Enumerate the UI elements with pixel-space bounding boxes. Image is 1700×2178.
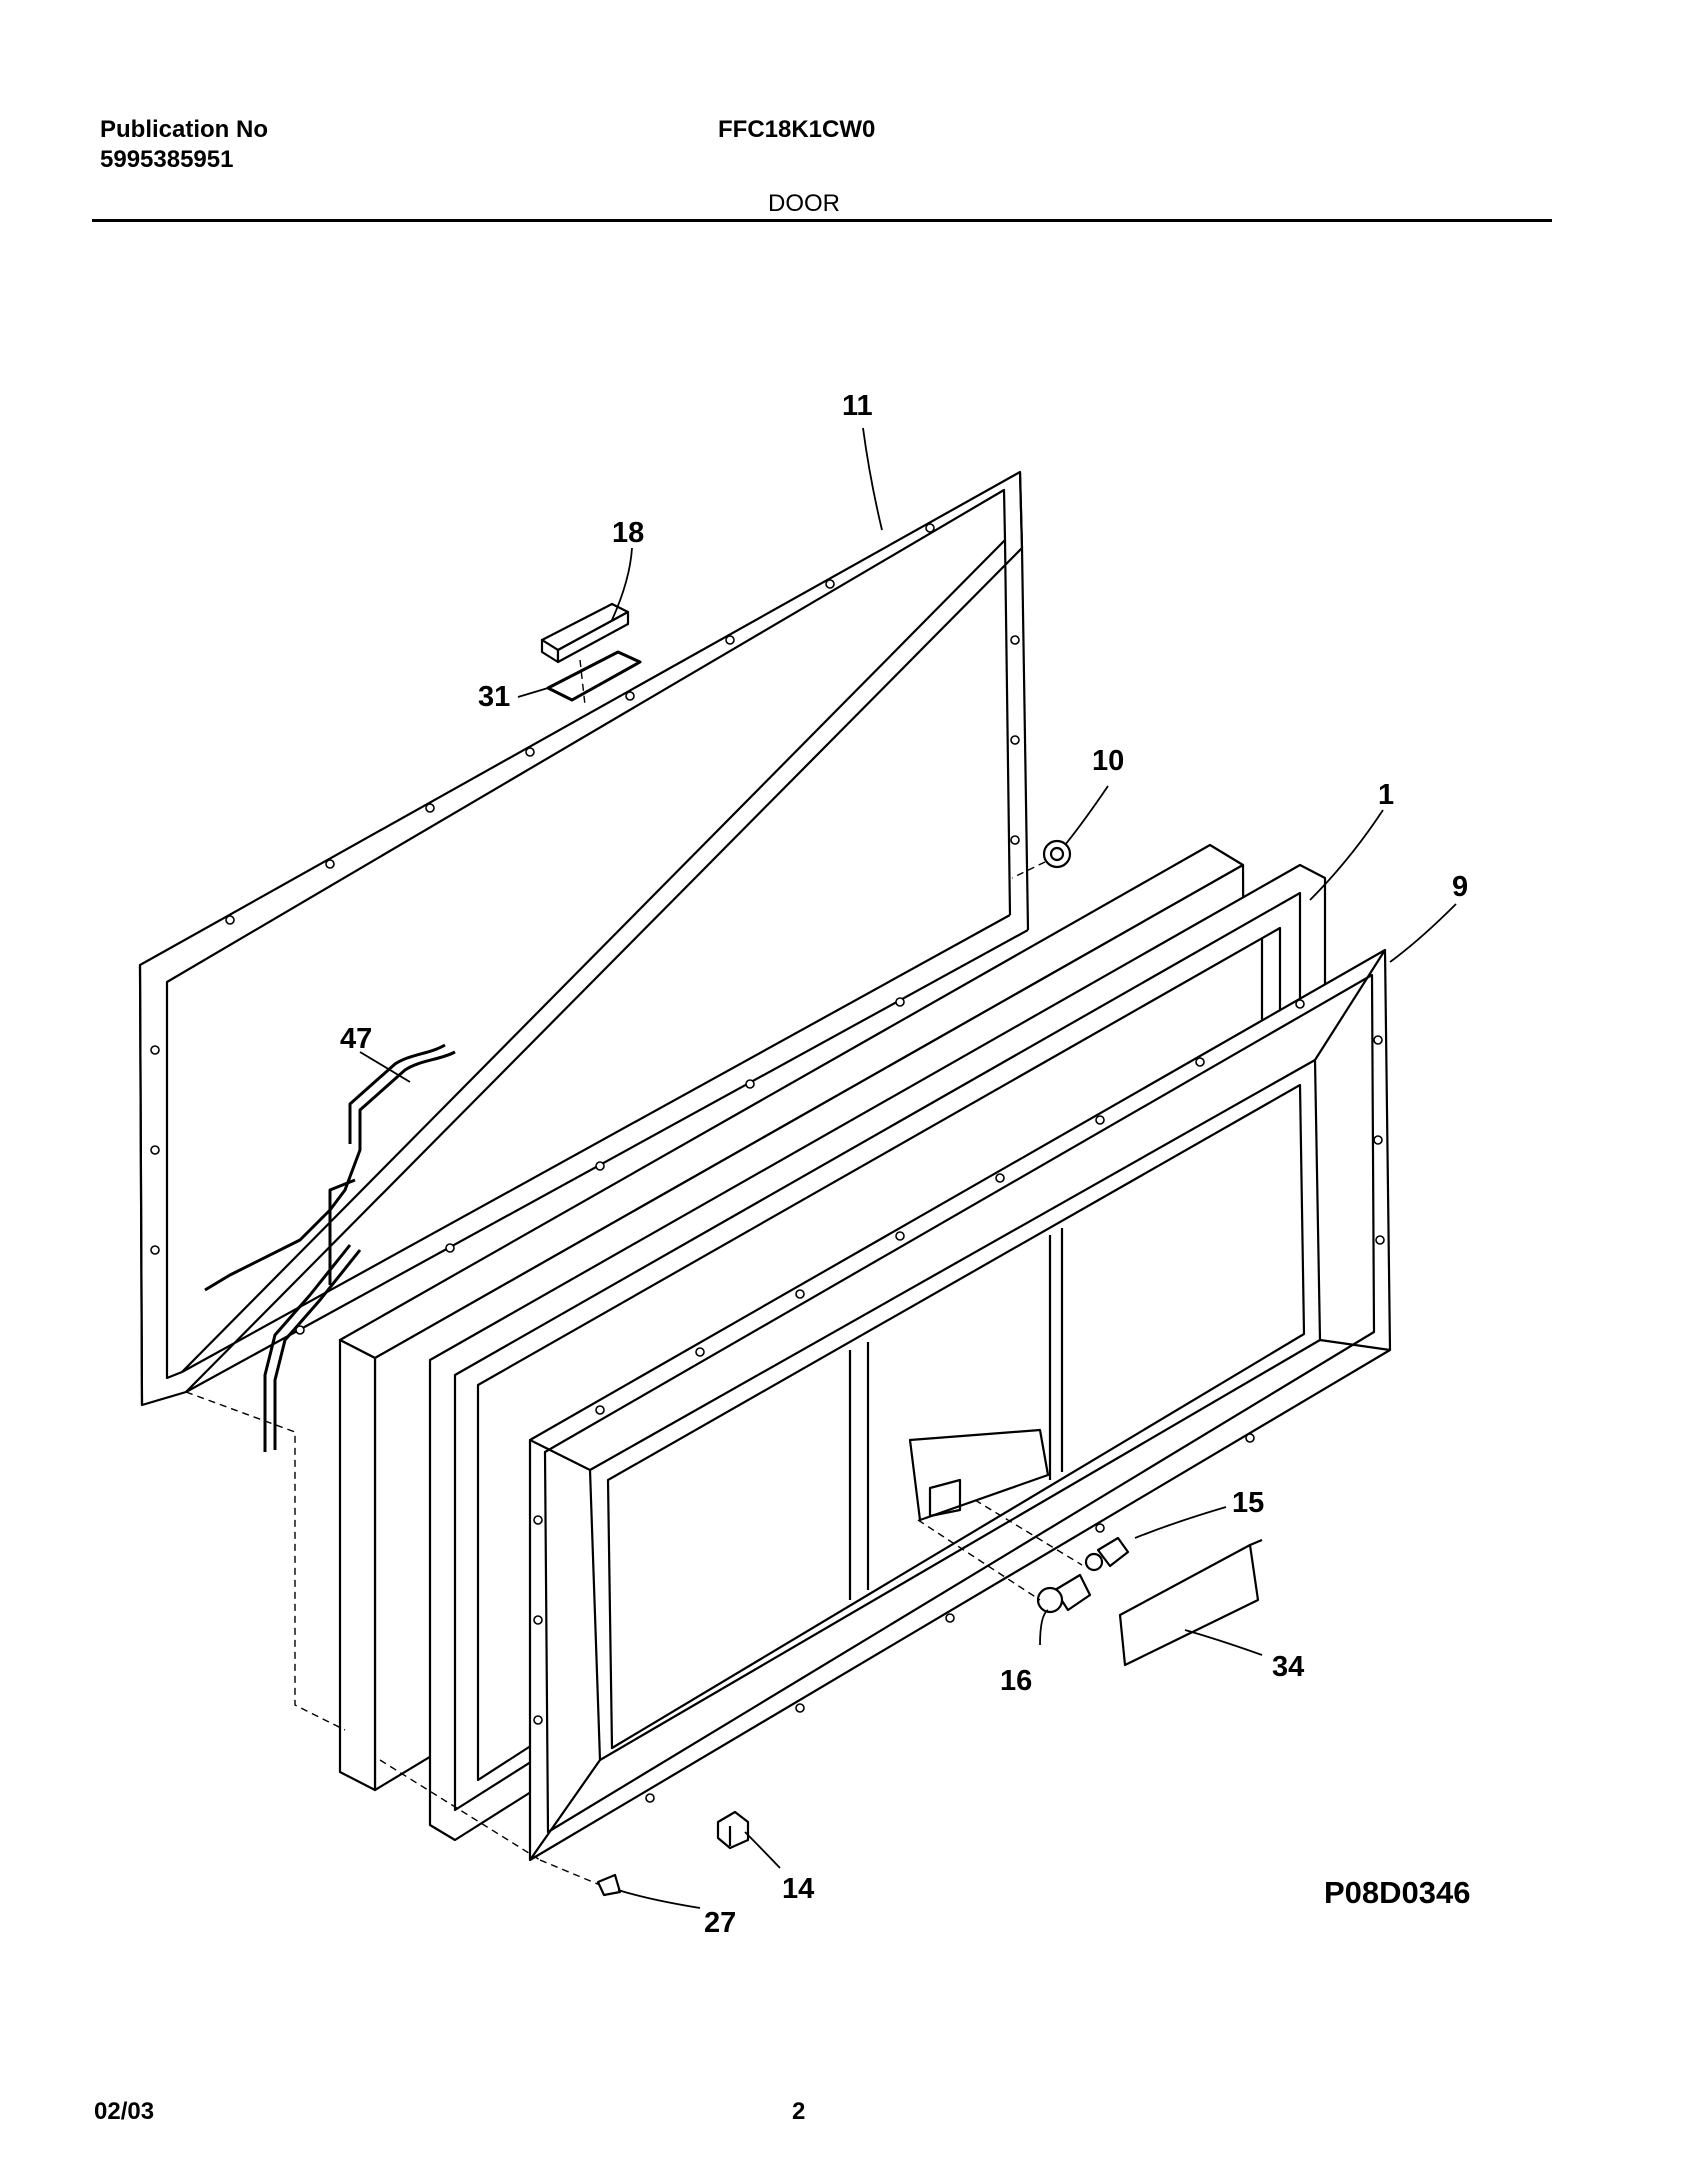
screw — [596, 1873, 622, 1897]
leader-lines — [359, 427, 1457, 1909]
lamp-shield — [1118, 1538, 1263, 1667]
callout-18: 18 — [612, 517, 644, 549]
publication-label: Publication No — [100, 116, 268, 143]
cap — [1042, 839, 1072, 869]
header-rule — [92, 219, 1552, 222]
callout-1: 1 — [1378, 779, 1394, 811]
callout-9: 9 — [1452, 871, 1468, 903]
section-title: DOOR — [768, 190, 840, 217]
callout-31: 31 — [478, 681, 510, 713]
outer-door-panel — [138, 470, 1030, 1407]
handle-gasket — [546, 650, 642, 702]
page-number: 2 — [792, 2098, 806, 2125]
callout-15: 15 — [1232, 1487, 1264, 1519]
callout-14: 14 — [782, 1873, 814, 1905]
callout-47: 47 — [340, 1023, 372, 1055]
handle — [540, 602, 630, 664]
callout-11: 11 — [842, 390, 873, 422]
diagram-code: P08D0346 — [1324, 1875, 1471, 1910]
callout-10: 10 — [1092, 745, 1124, 777]
heater-wire — [204, 1043, 456, 1452]
footer-date: 02/03 — [94, 2098, 155, 2125]
publication-number: 5995385951 — [100, 146, 234, 173]
lamp — [1036, 1573, 1092, 1614]
assembly-lines — [185, 659, 1083, 1886]
inner-door-liner — [528, 948, 1392, 1862]
callout-34: 34 — [1272, 1651, 1304, 1683]
model-number: FFC18K1CW0 — [718, 116, 876, 143]
lamp-switch — [716, 1810, 750, 1850]
callout-16: 16 — [1000, 1665, 1032, 1697]
callout-27: 27 — [704, 1907, 736, 1939]
lamp-socket — [1084, 1536, 1130, 1572]
